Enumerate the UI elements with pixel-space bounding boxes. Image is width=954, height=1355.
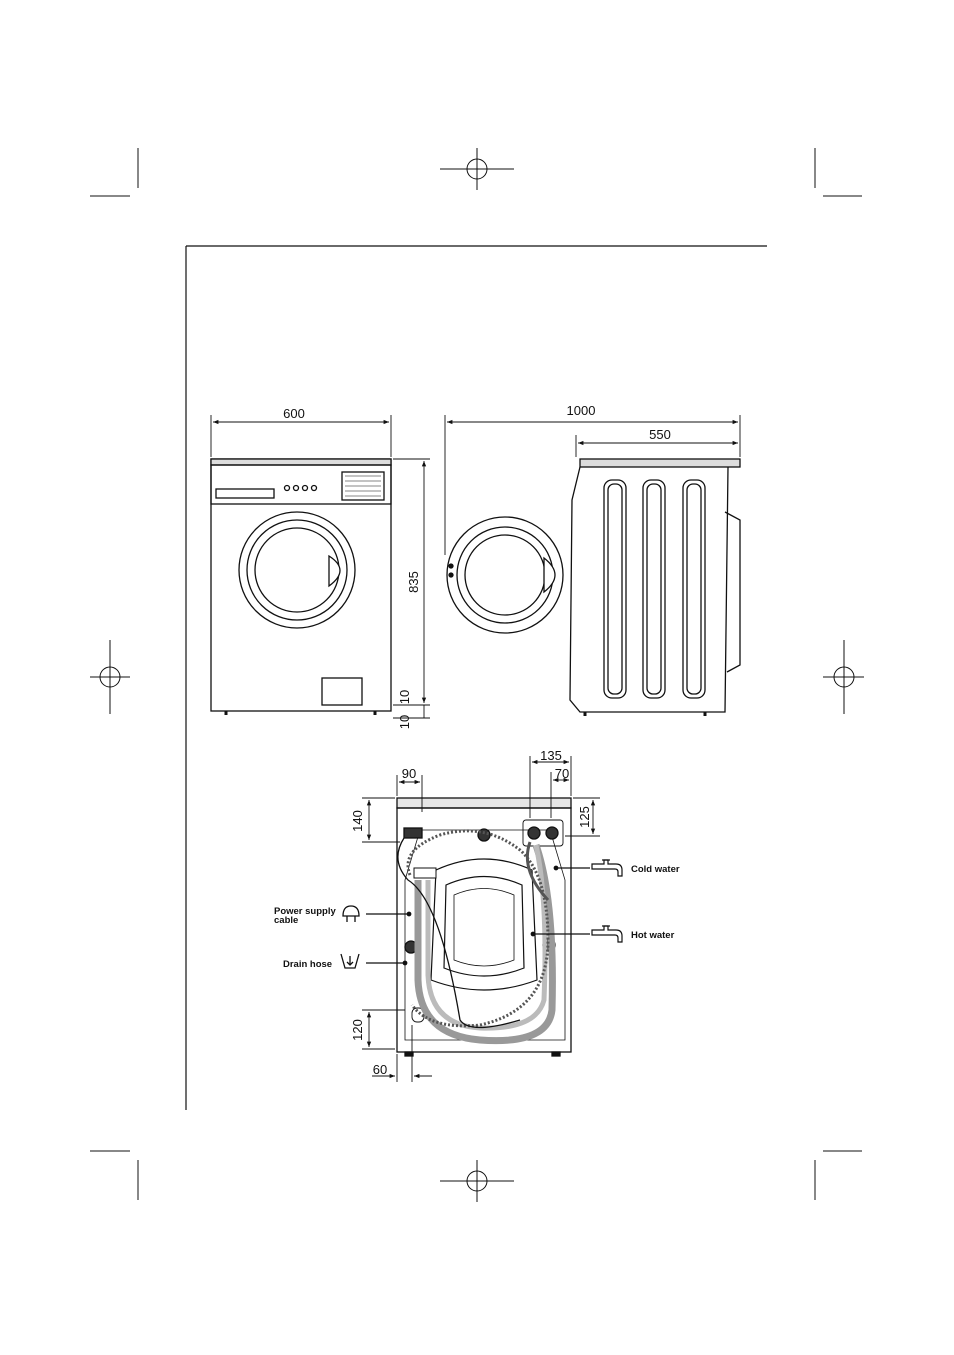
front-view bbox=[211, 459, 391, 715]
page-frame bbox=[186, 246, 767, 1110]
dim-rear-left-offset: 90 bbox=[402, 766, 416, 781]
registration-mark-icon bbox=[440, 1160, 514, 1202]
drain-hose-label: Drain hose bbox=[283, 959, 332, 970]
dim-depth-door-open: 1000 bbox=[567, 403, 596, 418]
power-supply-label-line2: cable bbox=[274, 915, 298, 926]
dim-width: 600 bbox=[283, 406, 305, 421]
registration-mark-icon bbox=[90, 640, 130, 714]
dim-foot-top: 10 bbox=[397, 690, 412, 704]
callout-leaders bbox=[366, 866, 590, 965]
dim-rear-top-right: 125 bbox=[577, 806, 592, 828]
tap-icon bbox=[592, 926, 622, 942]
hose-clamp bbox=[414, 868, 436, 878]
dim-foot-bottom: 10 bbox=[397, 715, 412, 729]
registration-mark-icon bbox=[823, 640, 864, 714]
registration-mark-icon bbox=[440, 148, 514, 190]
tap-icon bbox=[592, 860, 622, 876]
dim-rear-bottom-left: 120 bbox=[350, 1019, 365, 1041]
cold-water-label: Cold water bbox=[631, 864, 680, 875]
dim-rear-right-inner: 70 bbox=[555, 766, 569, 781]
hoses bbox=[398, 831, 553, 1041]
hot-water-label: Hot water bbox=[631, 930, 675, 941]
dim-height: 835 bbox=[406, 571, 421, 593]
side-view bbox=[447, 459, 740, 716]
dim-rear-top-left: 140 bbox=[350, 810, 365, 832]
drain-icon bbox=[341, 954, 359, 968]
dim-lines-side bbox=[445, 415, 740, 555]
dim-rear-right-outer: 135 bbox=[540, 748, 562, 763]
dim-depth: 550 bbox=[649, 427, 671, 442]
plug-icon bbox=[343, 906, 359, 922]
dim-rear-bottom-offset: 60 bbox=[373, 1062, 387, 1077]
